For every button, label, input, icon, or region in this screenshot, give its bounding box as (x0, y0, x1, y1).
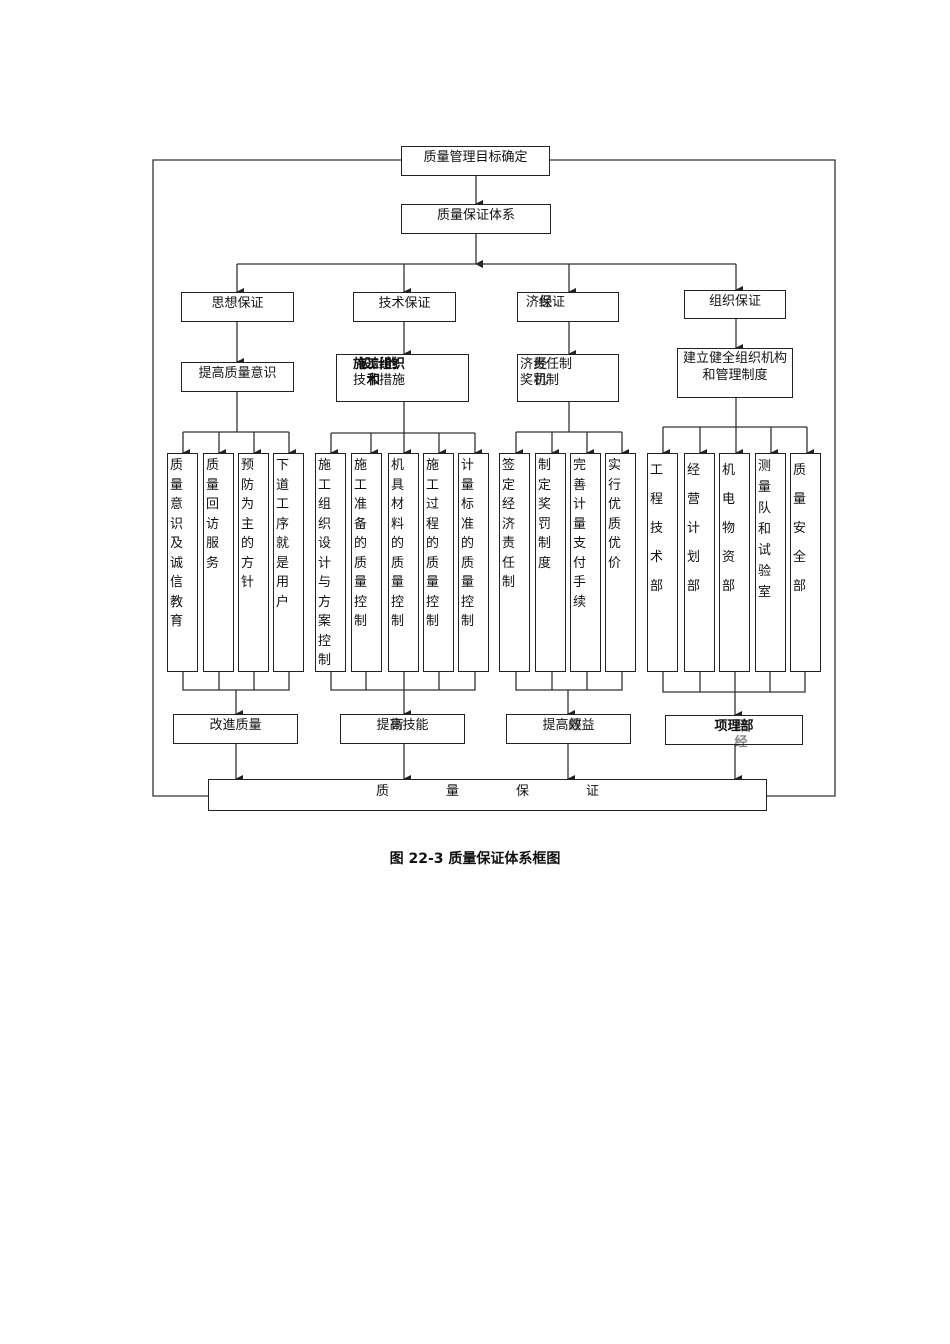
economic-line1-overlay: 经 (534, 357, 548, 372)
organization-system-label: 建立健全组织机构和管理制度 (682, 351, 787, 383)
branch-economic-text: 济保证 (526, 295, 566, 310)
figure-caption: 图 22-3 质量保证体系框图 (389, 851, 561, 867)
branch-economic-label: 济保证 经 (526, 295, 565, 310)
technical-measures-line2-overlay: 和 (367, 373, 381, 388)
result-box-technical: 提高技能 術 (340, 714, 465, 744)
feedback-loop-right (550, 159, 836, 797)
feedback-loop-left (152, 159, 401, 797)
result-label-technical: 提高技能 術 (376, 718, 428, 733)
item-box: 预防为主的方针 (238, 453, 269, 672)
item-box: 质量安全部 (790, 453, 821, 672)
result-economic-text: 提高效益 (542, 718, 595, 733)
item-box: 下道工序就是用户 (273, 453, 304, 672)
technical-measures-line2: 技术措施 和 (353, 373, 468, 389)
economic-line2-text: 奖罚制 (520, 373, 560, 388)
item-box: 施工过程的质量控制 (423, 453, 454, 672)
branch-economic-overlay: 经 (539, 295, 553, 310)
technical-measures-line1-text: 施工组织 (353, 357, 406, 372)
item-label: 测量队和试验室 (758, 459, 772, 600)
item-box: 施工准备的质量控制 (351, 453, 382, 672)
item-label: 机具材料的质量控制 (391, 458, 405, 629)
organization-system-box: 建立健全组织机构和管理制度 (677, 348, 793, 398)
technical-measures-line2-text: 技术措施 (353, 373, 406, 388)
item-label: 计量标准的质量控制 (461, 458, 475, 629)
economic-line1: 济责任制 经 (520, 357, 618, 373)
result-organization-overlay: 目经 (734, 719, 748, 750)
raise-awareness-label: 提高质量意识 (198, 366, 277, 381)
item-label: 实行优质优价 (608, 458, 622, 571)
result-box-economic: 提高效益 經 (506, 714, 631, 744)
item-box: 施工组织设计与方案控制 (315, 453, 346, 672)
qa-char: 保 (515, 784, 529, 799)
quality-assurance-bar (208, 779, 767, 811)
branch-organization-box: 组织保证 (684, 290, 786, 319)
result-label-organization: 项理部 目经 (714, 719, 754, 750)
item-label: 制定奖罚制度 (538, 458, 552, 571)
result-box-ideology: 改進质量 (173, 714, 298, 744)
item-box: 机具材料的质量控制 (388, 453, 419, 672)
item-label: 质量回访服务 (206, 458, 220, 571)
item-box: 测量队和试验室 (755, 453, 786, 672)
item-label: 预防为主的方针 (241, 458, 255, 590)
item-label: 工程技术部 (650, 463, 664, 594)
item-box: 完善计量支付手续 (570, 453, 601, 672)
item-label: 质量安全部 (793, 463, 807, 594)
quality-goal-box: 质量管理目标确定 (401, 146, 550, 176)
item-box: 质量回访服务 (203, 453, 234, 672)
item-label: 完善计量支付手续 (573, 458, 587, 610)
technical-measures-line1: 施工组织 設計的 (353, 357, 468, 373)
item-label: 施工准备的质量控制 (354, 458, 368, 629)
quality-system-box: 质量保证体系 (401, 204, 551, 234)
item-box: 质量意识及诚信教育 (167, 453, 198, 672)
branch-economic-box: 济保证 经 (517, 292, 619, 322)
result-economic-overlay: 經 (568, 718, 582, 733)
qa-char: 质 (375, 784, 389, 799)
quality-goal-label: 质量管理目标确定 (423, 150, 528, 165)
item-box: 实行优质优价 (605, 453, 636, 672)
quality-system-label: 质量保证体系 (436, 208, 515, 223)
branch-ideology-label: 思想保证 (211, 296, 264, 311)
branch-technical-box: 技术保证 (353, 292, 456, 322)
item-label: 签定经济责任制 (502, 458, 516, 590)
item-box: 工程技术部 (647, 453, 678, 672)
branch-technical-label: 技术保证 (378, 296, 431, 311)
economic-line2: 奖罚制 机 (520, 373, 618, 389)
item-label: 质量意识及诚信教育 (170, 458, 184, 629)
quality-assurance-label: 质量保证 (208, 780, 767, 799)
branch-ideology-box: 思想保证 (181, 292, 294, 322)
item-box: 签定经济责任制 (499, 453, 530, 672)
result-technical-overlay: 術 (390, 718, 404, 733)
qa-char: 量 (445, 784, 459, 799)
item-box: 经营计划部 (684, 453, 715, 672)
economic-line1-text: 济责任制 (520, 357, 573, 372)
result-organization-text: 项理部 (714, 719, 754, 734)
technical-measures-line1-overlay: 設計的 (359, 357, 399, 372)
technical-measures-box: 施工组织 設計的 技术措施 和 (336, 354, 469, 402)
result-label-ideology: 改進质量 (209, 718, 262, 733)
item-label: 施工过程的质量控制 (426, 458, 440, 629)
item-label: 施工组织设计与方案控制 (318, 458, 332, 668)
economic-line2-overlay: 机 (534, 373, 548, 388)
result-box-organization: 项理部 目经 (665, 715, 803, 750)
item-box: 机电物资部 (719, 453, 750, 672)
result-label-economic: 提高效益 經 (542, 718, 594, 733)
item-label: 经营计划部 (687, 463, 701, 594)
branch-organization-label: 组织保证 (708, 294, 761, 309)
item-label: 下道工序就是用户 (276, 458, 290, 610)
item-box: 计量标准的质量控制 (458, 453, 489, 672)
item-box: 制定奖罚制度 (535, 453, 566, 672)
result-technical-text: 提高技能 (376, 718, 429, 733)
economic-responsibility-box: 济责任制 经 奖罚制 机 (517, 354, 619, 402)
raise-awareness-box: 提高质量意识 (181, 362, 294, 392)
qa-char: 证 (585, 784, 599, 799)
item-label: 机电物资部 (722, 463, 736, 594)
